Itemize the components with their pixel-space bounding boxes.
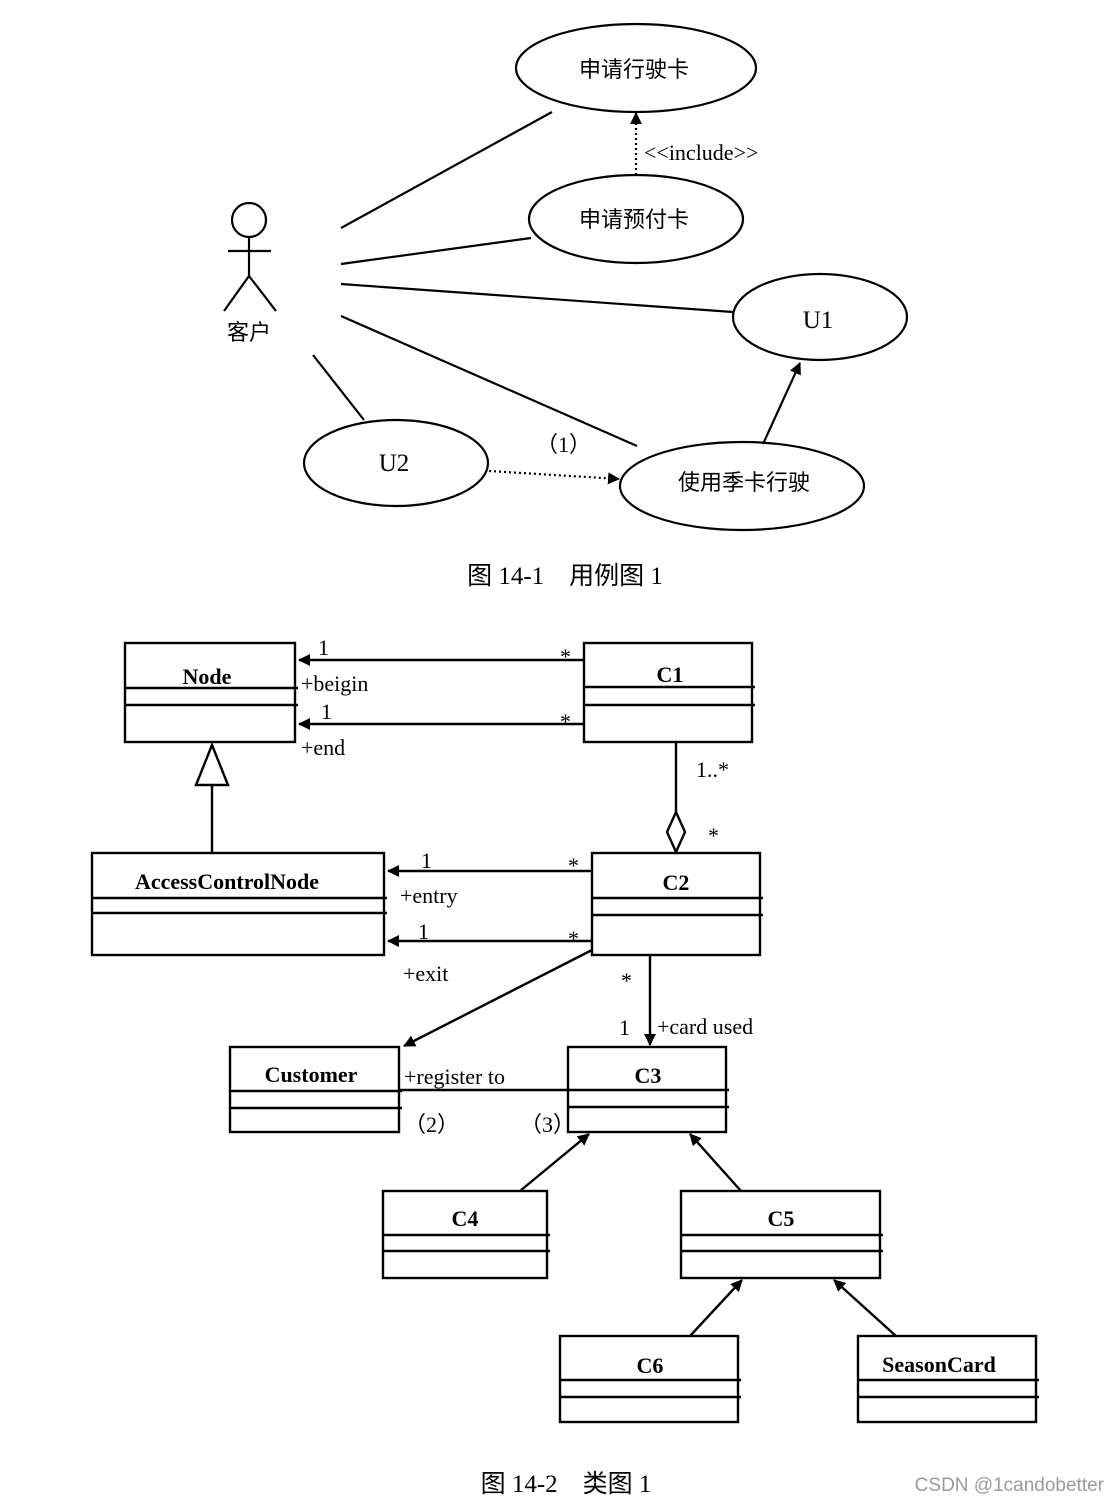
actor-icon xyxy=(223,201,277,312)
role-end: +end xyxy=(301,735,345,760)
class-customer xyxy=(228,1045,402,1134)
class-name-c4: C4 xyxy=(452,1206,479,1231)
class-name-c5: C5 xyxy=(768,1206,795,1231)
figure-caption-14-2: 图 14-2 类图 1 xyxy=(481,1470,652,1498)
class-name-customer: Customer xyxy=(265,1062,358,1087)
blank-3-label: （3） xyxy=(520,1112,575,1137)
actor-label: 客户 xyxy=(227,321,271,346)
class-name-c6: C6 xyxy=(637,1353,664,1378)
inherit-c5-c3 xyxy=(689,1133,742,1192)
mult-begin-star: * xyxy=(560,644,571,669)
class-name-c3: C3 xyxy=(635,1063,662,1088)
class-name-access-control-node: AccessControlNode xyxy=(135,869,319,894)
class-c1 xyxy=(582,641,755,744)
mult-begin-1: 1 xyxy=(318,635,329,660)
blank-2-label: （2） xyxy=(404,1112,459,1137)
role-entry: +entry xyxy=(400,883,458,908)
class-diagram xyxy=(90,641,1039,1424)
role-card-used: +card used xyxy=(657,1014,753,1039)
role-begin: +beigin xyxy=(301,671,368,696)
role-register-to: +register to xyxy=(404,1064,505,1089)
mult-end-star: * xyxy=(560,709,571,734)
include-label: <<include>> xyxy=(644,140,758,165)
use-case-diagram xyxy=(223,22,909,532)
class-season-card xyxy=(856,1334,1039,1424)
mult-card-star: * xyxy=(621,968,632,993)
class-name-c2: C2 xyxy=(663,870,690,895)
inherit-c4-c3 xyxy=(519,1133,590,1192)
mult-exit-star: * xyxy=(568,926,579,951)
use-case-label-apply-prepaid: 申请预付卡 xyxy=(579,208,689,233)
use-case-label-use-season: 使用季卡行驶 xyxy=(678,471,810,496)
mult-end-1: 1 xyxy=(321,699,332,724)
mult-card-1: 1 xyxy=(619,1015,630,1040)
u2-to-season-arrow xyxy=(488,469,620,485)
class-c6 xyxy=(558,1334,741,1424)
class-c4 xyxy=(381,1189,550,1280)
class-diagram-texts: Node C1 AccessControlNode C2 Customer C3… xyxy=(135,635,1105,1498)
blank-1-label: （1） xyxy=(536,432,591,457)
class-name-c1: C1 xyxy=(657,662,684,687)
aggregation-diamond-icon xyxy=(665,809,687,855)
class-c5 xyxy=(679,1189,883,1280)
use-case-label-u2: U2 xyxy=(379,450,410,477)
class-access-control-node xyxy=(90,851,387,957)
mult-agg-c1: 1..* xyxy=(696,757,729,782)
mult-entry-star: * xyxy=(568,853,579,878)
mult-exit-1: 1 xyxy=(418,919,429,944)
class-c2 xyxy=(590,851,763,957)
use-case-label-u1: U1 xyxy=(803,307,834,334)
class-c3 xyxy=(566,1045,729,1134)
class-name-season-card: SeasonCard xyxy=(882,1352,996,1377)
use-case-u1 xyxy=(731,272,909,362)
season-to-u1-arrow xyxy=(761,362,802,445)
assoc-line-u2 xyxy=(312,354,365,421)
assoc-line-u1 xyxy=(340,282,734,314)
watermark: CSDN @1candobetter xyxy=(915,1475,1105,1496)
assoc-line-season xyxy=(340,314,638,448)
assoc-c2-customer xyxy=(403,948,593,1048)
class-node xyxy=(123,641,298,744)
assoc-line-apply-driving xyxy=(340,111,553,229)
use-case-u2 xyxy=(302,418,490,508)
inherit-c6-c5 xyxy=(689,1279,743,1337)
class-name-node: Node xyxy=(183,664,232,689)
figure-caption-14-1: 图 14-1 用例图 1 xyxy=(467,562,663,590)
role-exit: +exit xyxy=(403,961,448,986)
inherit-seasoncard-c5 xyxy=(833,1279,897,1337)
assoc-line-apply-prepaid xyxy=(340,236,532,266)
use-case-use-season-card xyxy=(618,440,866,532)
mult-agg-c2: * xyxy=(708,823,719,848)
use-case-label-apply-driving: 申请行驶卡 xyxy=(579,58,689,83)
generalization-triangle-icon xyxy=(194,741,230,787)
mult-entry-1: 1 xyxy=(421,848,432,873)
use-case-texts: 客户 申请行驶卡 申请预付卡 U1 U2 使用季卡行驶 <<include>> … xyxy=(227,58,833,590)
